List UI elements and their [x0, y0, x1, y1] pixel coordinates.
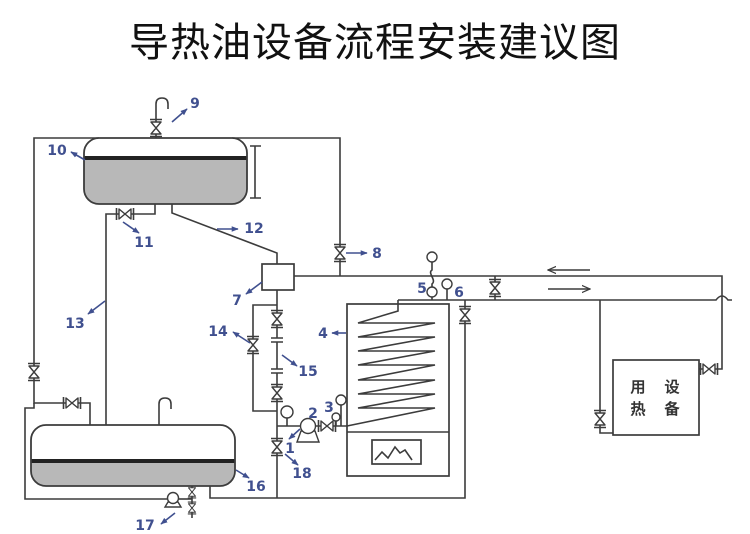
storage-tank-oil-level: [31, 459, 235, 463]
vent-valve-9: [149, 118, 163, 138]
valve-heater-return: [458, 305, 472, 325]
pipe-bottom-return: [209, 300, 466, 499]
storage-tank-oil: [31, 463, 235, 486]
callout-10-arrow: [70, 151, 86, 161]
page-title: 导热油设备流程安装建议图: [129, 20, 621, 66]
callout-14: 14: [208, 324, 228, 340]
valve-14-bypass: [246, 335, 260, 355]
filter-15-flange-top: [270, 337, 284, 343]
valve-11: [115, 207, 135, 221]
vent-pipe-expansion-tank: [155, 97, 169, 138]
callout-15-arrow: [281, 354, 298, 367]
gauge-dial: [441, 278, 453, 290]
storage-tank-outline: [30, 424, 236, 487]
callout-16-arrow: [235, 469, 250, 479]
drain-valve-upper: [187, 485, 197, 499]
valve-user-inlet: [593, 409, 607, 429]
pressure-gauge-pump-inlet: [280, 405, 294, 426]
pump-17-body: [166, 491, 180, 505]
callout-9: 9: [190, 96, 200, 112]
callout-6: 6: [454, 285, 464, 301]
callout-15: 15: [298, 364, 317, 380]
pipe-user-supply: [599, 300, 613, 434]
gauge-6: [441, 278, 453, 300]
gauge-stem: [335, 405, 342, 426]
pipe-top-right-vent-line: [232, 137, 341, 276]
callout-4: 4: [318, 326, 328, 342]
valve-8: [333, 243, 347, 263]
callout-13-arrow: [87, 300, 106, 315]
valve-main-upper: [270, 309, 284, 329]
expansion-tank: [83, 137, 248, 205]
firebox: [371, 439, 422, 465]
gauge-dial-small: [331, 412, 341, 422]
gauge-dial: [426, 251, 438, 263]
heat-user-equipment: 用 设 热 备: [612, 359, 700, 436]
pipe-left-loop-to-pump-17: [24, 403, 167, 500]
gauge-dial: [335, 394, 347, 406]
heater-coil: [346, 300, 436, 427]
callout-11: 11: [134, 235, 153, 251]
circulation-pump-2: [296, 417, 320, 443]
callout-18-arrow: [284, 453, 299, 466]
valve-left-riser: [27, 362, 41, 382]
gauge-dial: [426, 286, 438, 298]
callout-arrows: [70, 108, 368, 525]
expansion-tank-oil: [84, 160, 247, 204]
valve-storage-inlet: [62, 396, 82, 410]
callout-17-arrow: [160, 512, 176, 525]
flame-icon: [374, 445, 413, 461]
callout-18: 18: [292, 466, 311, 482]
callout-10: 10: [47, 143, 67, 159]
gauge-dial: [280, 405, 294, 419]
valve-18: [270, 437, 284, 457]
equipment-char: 设: [664, 378, 679, 396]
level-gauge: [250, 145, 261, 199]
expansion-tank-oil-level: [84, 156, 247, 160]
gauge-3: [331, 394, 347, 426]
equipment-char: 用: [630, 378, 645, 396]
callout-13: 13: [65, 316, 84, 332]
heater: [346, 300, 450, 477]
callout-7-arrow: [245, 281, 263, 295]
valve-cross-bypass: [488, 278, 502, 298]
callout-1: 1: [285, 441, 295, 457]
callout-5: 5: [417, 281, 427, 297]
callout-labels: 1 2 3 4 5 6 7 8 9 10 11 12 13 14 15 16 1…: [47, 96, 464, 534]
expansion-tank-outline: [83, 137, 248, 205]
pipe-12-expansion-to-degasser: [171, 204, 278, 264]
callout-11-arrow: [122, 221, 140, 234]
callout-8: 8: [372, 246, 382, 262]
callout-9-arrow: [171, 108, 188, 123]
pipe-bypass-loop: [252, 304, 277, 412]
callout-17: 17: [135, 518, 154, 534]
valve-pump-outlet: [317, 419, 337, 433]
callout-16: 16: [246, 479, 265, 495]
callout-3: 3: [324, 400, 334, 416]
callout-2: 2: [308, 406, 318, 422]
storage-tank: [30, 424, 236, 487]
equipment-char: 热: [630, 400, 645, 418]
valve-main-lower: [270, 383, 284, 403]
filter-15-flange-bottom: [270, 368, 284, 374]
callout-14-arrow: [232, 331, 251, 344]
vent-pipe-storage-tank: [158, 397, 172, 425]
callout-12: 12: [244, 221, 263, 237]
callout-2-arrow: [288, 428, 301, 440]
heat-user-equipment-box: [612, 359, 700, 436]
callout-7: 7: [232, 293, 242, 309]
valve-user-outlet: [699, 362, 719, 376]
gauge-5: [426, 251, 438, 300]
pipe-supply-line: [398, 295, 732, 301]
equipment-char: 备: [663, 400, 680, 418]
pump-2-body: [299, 417, 317, 435]
degasser-box: [261, 263, 295, 291]
pump-17: [163, 491, 183, 508]
drain-valve-lower: [187, 501, 197, 515]
